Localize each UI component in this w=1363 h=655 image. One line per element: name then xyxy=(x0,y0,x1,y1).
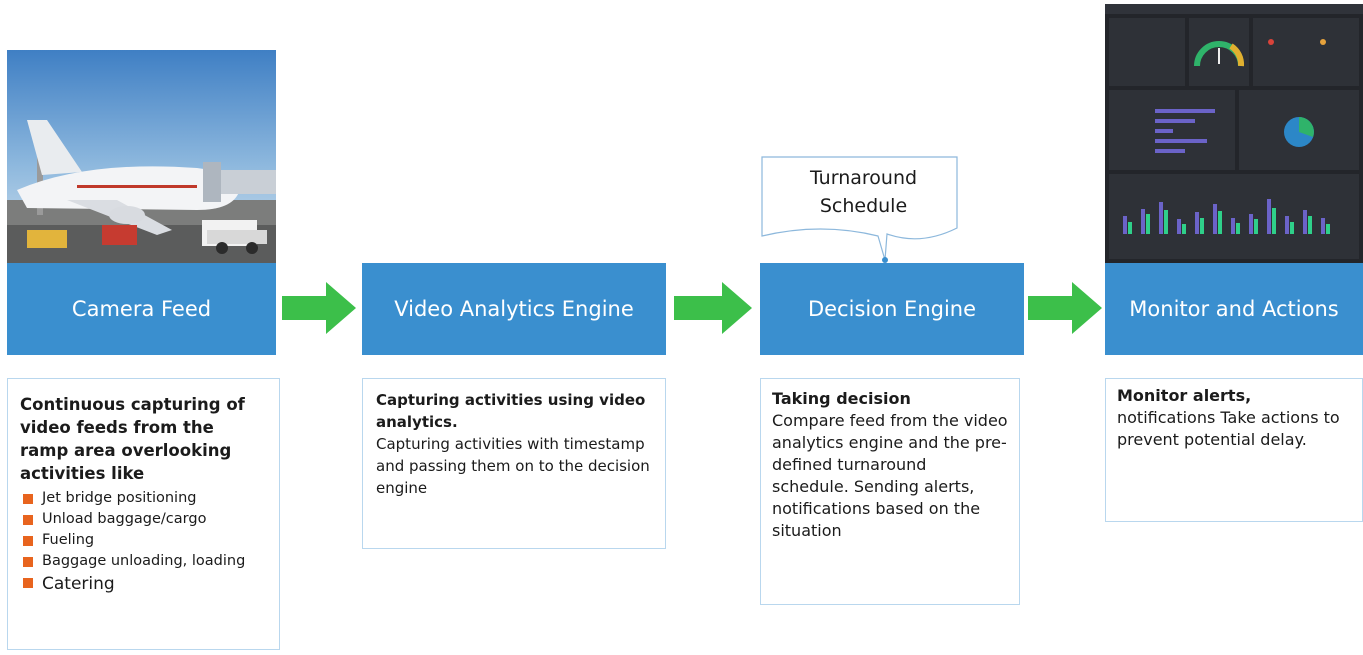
stage-camera-feed: Camera Feed xyxy=(7,263,276,355)
decision-engine-description: Taking decision Compare feed from the vi… xyxy=(760,378,1020,605)
stage-video-analytics: Video Analytics Engine xyxy=(362,263,666,355)
stage-label: Monitor and Actions xyxy=(1129,297,1339,321)
decision-body: Compare feed from the video analytics en… xyxy=(772,411,1008,540)
video-analytics-body: Capturing activities with timestamp and … xyxy=(376,435,650,497)
monitor-body: notifications Take actions to prevent po… xyxy=(1117,408,1340,449)
list-item: Jet bridge positioning xyxy=(20,489,267,508)
flow-arrow-icon xyxy=(674,282,752,334)
list-item: Catering xyxy=(20,573,267,595)
camera-feed-heading: Continuous capturing of video feeds from… xyxy=(20,395,245,483)
flow-arrow-icon xyxy=(282,282,356,334)
callout-line-2: Schedule xyxy=(819,195,908,217)
activity-list: Jet bridge positioning Unload baggage/ca… xyxy=(20,489,267,595)
video-analytics-description: Capturing activities using video analyti… xyxy=(362,378,666,549)
stage-label: Camera Feed xyxy=(71,297,212,321)
flow-arrow-icon xyxy=(1028,282,1102,334)
callout-line-1: Turnaround xyxy=(809,167,918,189)
video-analytics-heading: Capturing activities using video analyti… xyxy=(376,391,646,431)
monitor-heading: Monitor alerts, xyxy=(1117,386,1252,405)
turnaround-schedule-callout: Turnaround Schedule xyxy=(761,156,969,266)
airplane-photo xyxy=(7,50,276,263)
stage-label: Video Analytics Engine xyxy=(394,297,634,321)
list-item: Fueling xyxy=(20,531,267,550)
dashboard-screenshot xyxy=(1105,4,1363,263)
decision-heading: Taking decision xyxy=(772,389,911,408)
list-item: Unload baggage/cargo xyxy=(20,510,267,529)
monitor-actions-description: Monitor alerts, notifications Take actio… xyxy=(1105,378,1363,522)
camera-feed-description: Continuous capturing of video feeds from… xyxy=(7,378,280,650)
list-item: Baggage unloading, loading xyxy=(20,552,267,571)
stage-monitor-actions: Monitor and Actions xyxy=(1105,263,1363,355)
stage-label: Decision Engine xyxy=(807,297,977,321)
stage-decision-engine: Decision Engine xyxy=(760,263,1024,355)
